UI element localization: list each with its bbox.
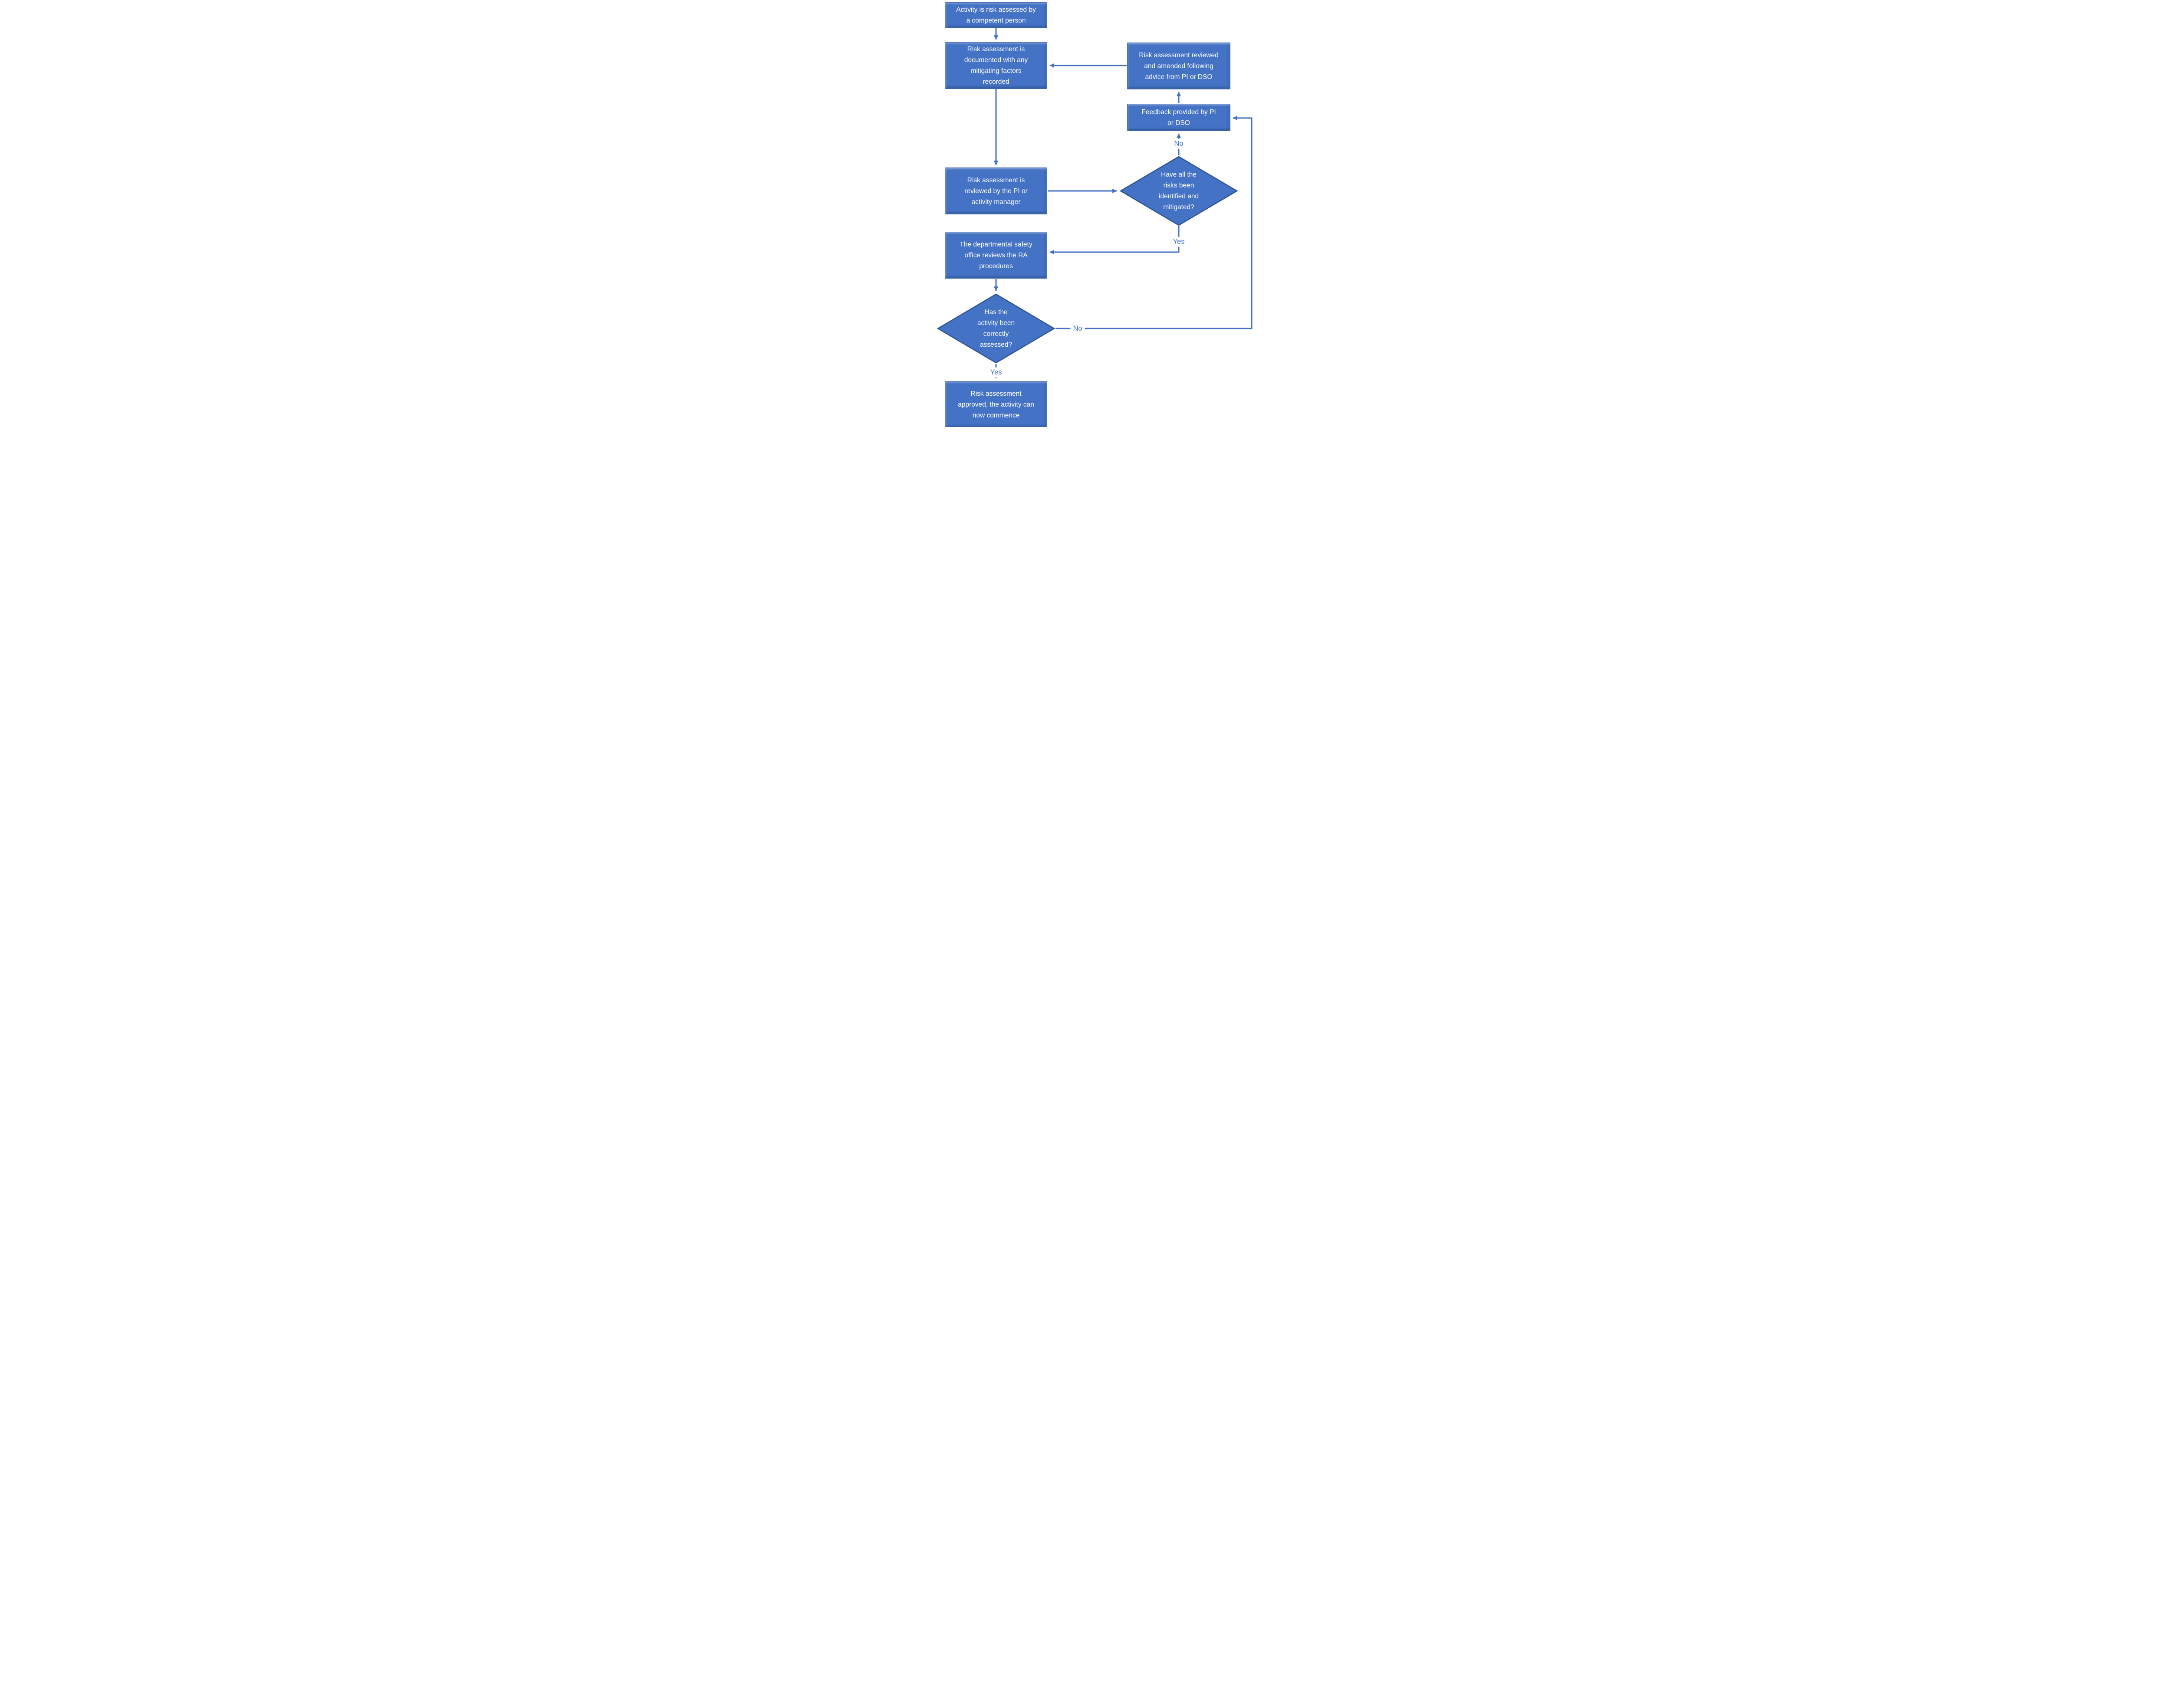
connector-layer <box>993 28 1253 379</box>
process-ra-reviewed-by-pi: Risk assessment is reviewed by the PI or… <box>945 168 1047 214</box>
process-ra-documented: Risk assessment is documented with any m… <box>945 42 1047 89</box>
diamond-shape <box>1119 156 1238 226</box>
decision-risks-identified-label: Have all the risks been identified and m… <box>1158 171 1199 211</box>
process-ra-reviewed-amended: Risk assessment reviewed and amended fol… <box>1127 43 1230 89</box>
process-dso-reviews-ra: The departmental safety office reviews t… <box>945 232 1047 279</box>
connector-assessedno-to-feedback <box>1055 115 1253 329</box>
edge-label-assessed-no: No <box>1070 323 1085 334</box>
process-ra-approved: Risk assessment approved, the activity c… <box>945 381 1047 427</box>
process-activity-risk-assessed: Activity is risk assessed by a competent… <box>945 2 1047 28</box>
process-feedback-provided: Feedback provided by PI or DSO <box>1127 104 1230 131</box>
decision-correctly-assessed-label: Has the activity been correctly assessed… <box>977 309 1015 348</box>
edge-label-risks-yes: Yes <box>1170 236 1187 247</box>
diamond-shape <box>937 293 1055 364</box>
connector-risksyes-to-dso <box>1049 226 1180 255</box>
flowchart-canvas: Activity is risk assessed by a competent… <box>749 0 1421 427</box>
decision-correctly-assessed: Has the activity been correctly assessed… <box>937 293 1055 364</box>
decision-risks-identified: Have all the risks been identified and m… <box>1119 156 1238 226</box>
edge-label-assessed-yes: Yes <box>987 367 1005 378</box>
edge-label-risks-no: No <box>1171 138 1186 149</box>
